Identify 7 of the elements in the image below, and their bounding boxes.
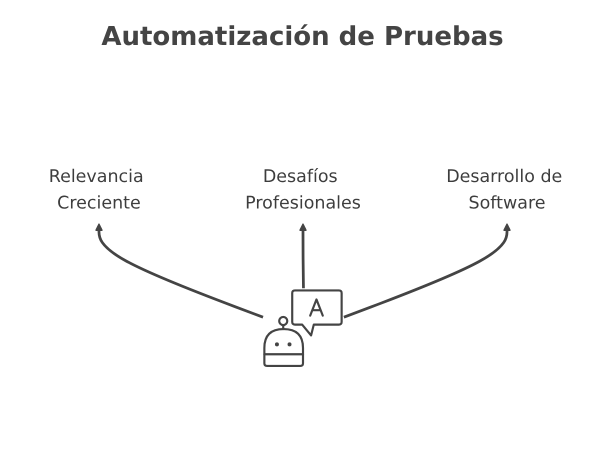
arrow — [298, 222, 307, 288]
node-text: Relevancia Creciente — [48, 166, 144, 213]
node-text: Desarrollo de Software — [446, 166, 562, 213]
node-text: Desafíos Profesionales — [244, 166, 360, 213]
arrow — [342, 222, 511, 318]
arrow — [94, 222, 263, 318]
diagram-title: Automatización de Pruebas — [100, 21, 505, 54]
